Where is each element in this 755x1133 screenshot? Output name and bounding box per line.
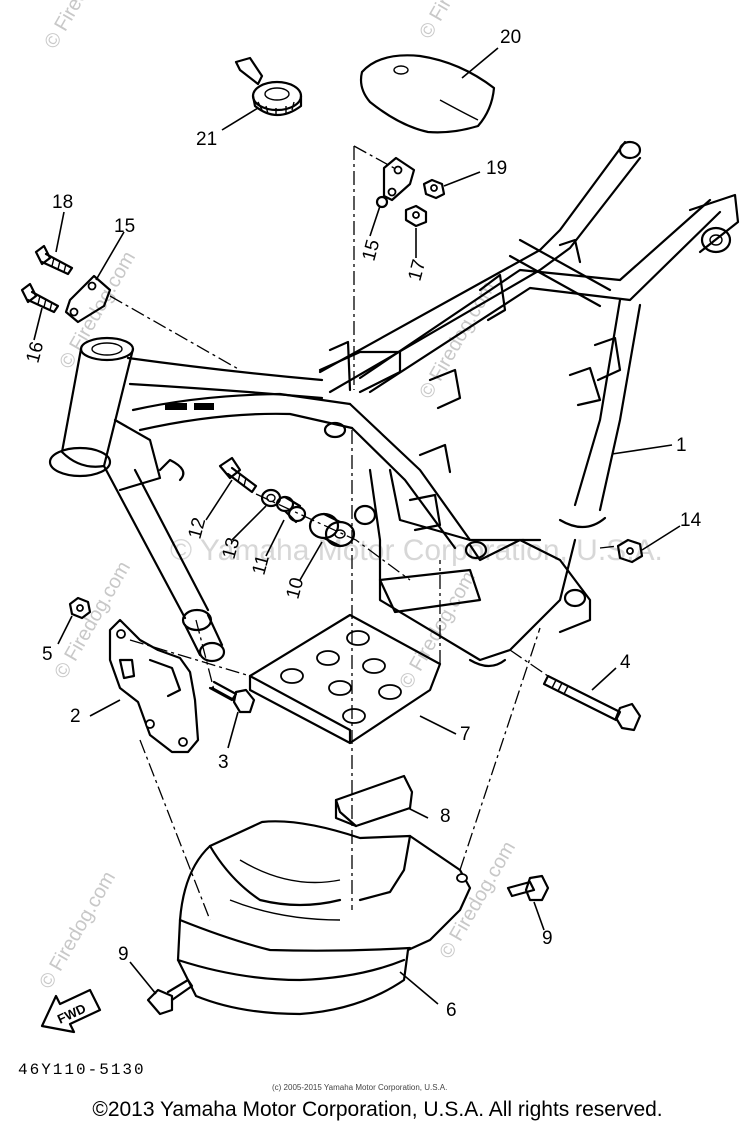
callout-21: 21 (196, 129, 217, 150)
callout-19: 19 (486, 158, 507, 179)
callout-1: 1 (676, 435, 687, 456)
part-5-nut (68, 596, 92, 620)
watermark: © Firedog.com (50, 558, 135, 683)
part-1-main-frame (48, 140, 740, 668)
assembly-lines (109, 145, 619, 921)
callout-4: 4 (620, 652, 631, 673)
small-copyright-notice: (c) 2005-2015 Yamaha Motor Corporation, … (272, 1083, 447, 1092)
callout-9-left: 9 (118, 944, 129, 965)
part-2-engine-bracket (108, 618, 200, 754)
callout-17: 17 (405, 257, 431, 283)
callout-6: 6 (446, 1000, 457, 1021)
watermark: © Firedog.com (415, 0, 500, 43)
watermark: © Firedog.com (435, 838, 520, 963)
watermark: © Firedog.com (40, 0, 125, 53)
callout-14: 14 (680, 510, 702, 531)
callout-15-left: 15 (114, 216, 135, 237)
drawing-code: 46Y110-5130 (18, 1061, 146, 1079)
watermark: © Firedog.com (35, 868, 120, 993)
part-15-bracket-right (375, 156, 416, 209)
part-14-nut (616, 538, 644, 564)
part-10-bushing (308, 512, 356, 548)
center-watermark: © Yamaha Motor Corporation, U.S.A. (170, 534, 663, 567)
part-16-bolt (20, 282, 60, 314)
part-15-bracket-left (64, 274, 112, 324)
part-7-plate (248, 613, 442, 745)
callout-15-right: 15 (359, 237, 385, 263)
part-17-nut (404, 204, 428, 228)
part-12-bolt (218, 456, 258, 494)
callout-5: 5 (42, 644, 53, 665)
fwd-arrow: FWD (40, 988, 102, 1034)
callout-7: 7 (460, 724, 471, 745)
callout-2: 2 (70, 706, 81, 727)
part-18-bolt (34, 244, 74, 276)
callout-3: 3 (218, 752, 229, 773)
callout-8: 8 (440, 806, 451, 827)
watermark: © Firedog.com (395, 568, 480, 693)
watermark-layer: © Firedog.com © Firedog.com © Firedog.co… (35, 0, 663, 993)
part-3-bolt (208, 680, 256, 714)
part-20-pad (359, 54, 496, 134)
part-8-pad (334, 774, 414, 828)
part-6-under-guard (176, 820, 472, 1016)
part-9-bolt-right (506, 874, 550, 902)
part-4-long-bolt (542, 674, 642, 732)
callout-16: 16 (23, 339, 49, 365)
part-9-bolt-left (146, 978, 194, 1016)
callout-9-right: 9 (542, 928, 553, 949)
callout-20: 20 (500, 27, 521, 48)
leader-lines (33, 47, 681, 1005)
part-11-collar (275, 495, 307, 524)
part-19-nut (422, 178, 446, 200)
callout-10: 10 (283, 575, 309, 601)
callout-18: 18 (52, 192, 73, 213)
part-21-cap (234, 56, 303, 117)
copyright-footer: ©2013 Yamaha Motor Corporation, U.S.A. A… (92, 1098, 663, 1121)
